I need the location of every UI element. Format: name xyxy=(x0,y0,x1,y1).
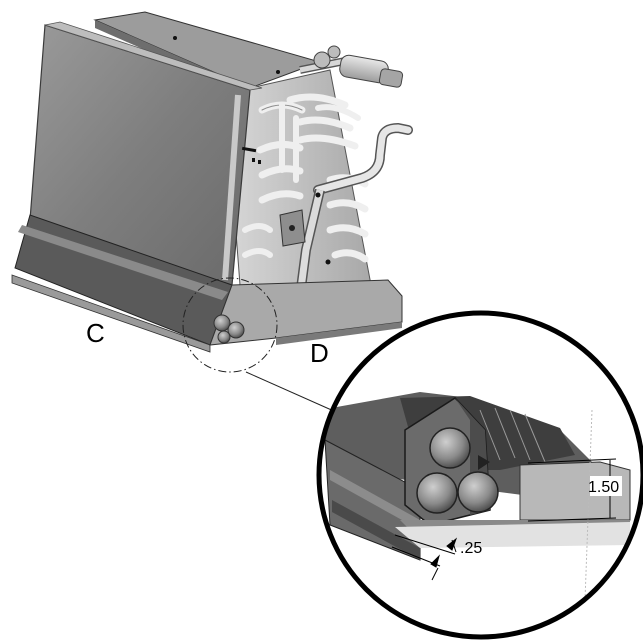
height-dimension-label: 1.50 xyxy=(588,479,619,496)
side-c-label: C xyxy=(86,318,105,348)
coil-assembly xyxy=(12,12,408,352)
port-hole-top xyxy=(430,428,470,468)
port-hole-left xyxy=(417,473,457,513)
side-d-label: D xyxy=(310,338,329,368)
leader-line xyxy=(246,372,336,412)
thickness-dimension-label: .25 xyxy=(460,540,482,557)
port-hole-right xyxy=(458,472,498,512)
